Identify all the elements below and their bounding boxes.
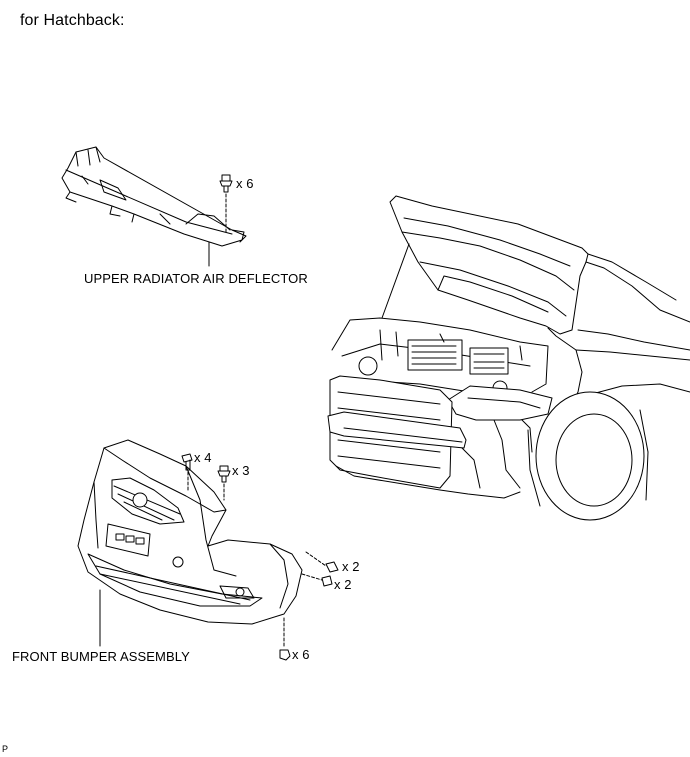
bottom-screw-count: x 6 — [292, 647, 310, 662]
vehicle-front-drawing — [327, 195, 690, 521]
screw-dashed-line — [305, 551, 327, 567]
front-bumper-assembly-drawing — [77, 439, 303, 625]
side-screw-lower-count: x 2 — [334, 577, 352, 592]
upper-radiator-air-deflector-label: UPPER RADIATOR AIR DEFLECTOR — [84, 271, 308, 286]
page-title: for Hatchback: — [20, 12, 125, 29]
clip-icon — [217, 465, 231, 483]
deflector-clip-count: x 6 — [236, 176, 254, 191]
bumper-top-bolt-count: x 4 — [194, 450, 212, 465]
screw-dashed-line — [301, 573, 323, 581]
side-screw-upper-count: x 2 — [342, 559, 360, 574]
upper-radiator-air-deflector-drawing — [61, 146, 247, 247]
screw-icon — [325, 561, 339, 573]
bolt-icon — [181, 453, 193, 471]
front-bumper-assembly-label: FRONT BUMPER ASSEMBLY — [12, 649, 190, 664]
footer-code: P — [2, 744, 9, 754]
bumper-top-clip-count: x 3 — [232, 463, 250, 478]
clip-icon — [219, 174, 233, 193]
screw-icon — [321, 575, 333, 587]
screw-icon — [279, 649, 291, 661]
